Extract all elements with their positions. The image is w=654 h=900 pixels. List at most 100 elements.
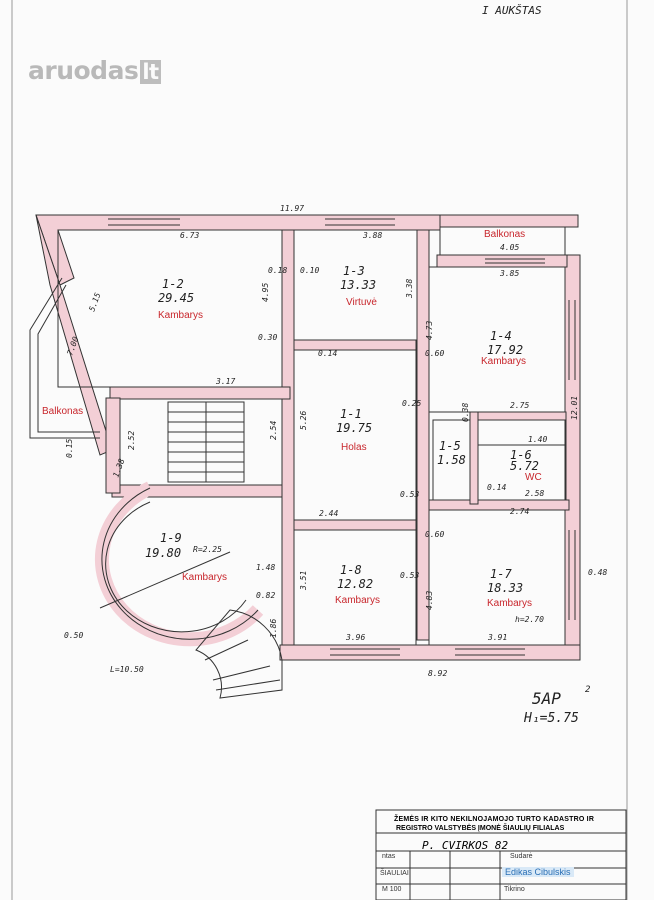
- room-code-1-4: 1-4: [490, 329, 512, 343]
- dim-1-86: 1.86: [269, 619, 278, 638]
- room-code-1-1: 1-1: [340, 407, 362, 421]
- plan-height: H₁=5.75: [523, 711, 579, 726]
- dim-0-50: 0.50: [64, 631, 83, 640]
- plan-code-text: 5AP: [532, 689, 561, 708]
- dim-total-top: 11.97: [280, 204, 304, 213]
- dim-1-48: 1.48: [256, 563, 275, 572]
- room-area-1-6: 5.72: [510, 459, 539, 473]
- top-right-balcony: [439, 226, 566, 256]
- room-area-1-3: 13.33: [340, 278, 376, 292]
- dim-0-60b: 0.60: [425, 530, 444, 539]
- dim-12-01: 12.01: [570, 396, 579, 420]
- dim-3-85: 3.85: [499, 269, 519, 278]
- round-room: [94, 481, 283, 699]
- dim-1-40: 1.40: [528, 435, 547, 444]
- windows: [108, 218, 576, 656]
- dim-6-73: 6.73: [180, 231, 199, 240]
- room-area-1-4: 17.92: [487, 343, 523, 357]
- vertical-dimension-labels: 4.95 3.38 5.15 7.00 4.73 2.52 2.54 5.26 …: [65, 279, 579, 638]
- dim-0-60: 0.60: [425, 349, 444, 358]
- dim-2-74: 2.74: [510, 507, 529, 516]
- cadastre-stamp: ŽEMĖS IR KITO NEKILNOJAMOJO TURTO KADAST…: [374, 810, 634, 900]
- room-label-1-9: Kambarys: [182, 572, 227, 583]
- staircase: [167, 401, 245, 483]
- stamp-city: ŠIAULIAI: [380, 870, 409, 877]
- dim-3-17: 3.17: [215, 377, 235, 386]
- room-label-1-8: Kambarys: [335, 595, 380, 606]
- room-area-1-5: 1.58: [437, 453, 466, 467]
- room-label-1-4: Kambarys: [481, 356, 526, 367]
- room-code-1-5: 1-5: [439, 439, 461, 453]
- room-codes: 1-2 29.45 1-3 13.33 1-4 17.92 1-1 19.75 …: [145, 264, 539, 595]
- dim-2-44: 2.44: [319, 509, 338, 518]
- stamp-line-1: ŽEMĖS IR KITO NEKILNOJAMOJO TURTO KADAST…: [394, 816, 595, 823]
- balcony-label-right: Balkonas: [484, 229, 525, 240]
- room-code-1-7: 1-7: [490, 567, 512, 581]
- plan-code: 5AP 2 H₁=5.75: [523, 685, 590, 726]
- dim-0-82: 0.82: [256, 591, 275, 600]
- watermark-tld: lt: [140, 60, 161, 84]
- room-label-1-1: Holas: [341, 442, 367, 453]
- dim-2-54: 2.54: [269, 421, 278, 440]
- stamp-scale: M 100: [382, 886, 402, 893]
- floor-label: I AUKŠTAS: [482, 4, 542, 17]
- room-code-1-3: 1-3: [343, 264, 365, 278]
- room-area-1-8: 12.82: [337, 577, 373, 591]
- room-label-1-6: WC: [525, 472, 542, 483]
- stamp-line-2: REGISTRO VALSTYBĖS ĮMONĖ ŠIAULIŲ FILIALA…: [396, 825, 565, 832]
- room-area-1-9: 19.80: [145, 546, 181, 560]
- dim-0-38: 0.38: [461, 403, 470, 422]
- dim-2-52: 2.52: [127, 431, 136, 450]
- room-area-1-7: 18.33: [487, 581, 523, 595]
- dim-3-51: 3.51: [299, 571, 308, 591]
- dim-2-58: 2.58: [525, 489, 544, 498]
- interior-lines: [57, 229, 567, 646]
- dim-height: h=2.70: [515, 615, 544, 624]
- dim-3-96: 3.96: [345, 633, 365, 642]
- dim-3-91: 3.91: [487, 633, 507, 642]
- dim-0-30: 0.30: [258, 333, 277, 342]
- dim-10-50: L=10.50: [110, 665, 144, 674]
- room-code-1-9: 1-9: [160, 531, 182, 545]
- plan-code-sup: 2: [585, 685, 590, 695]
- watermark-brand: aruodas: [28, 56, 139, 85]
- room-code-1-6: 1-6: [510, 448, 532, 462]
- stamp-check: Tikrino: [504, 886, 525, 893]
- dim-0-25: 0.25: [402, 399, 421, 408]
- dim-3-38: 3.38: [405, 279, 414, 299]
- stamp-col2: Sudarė: [510, 853, 533, 860]
- exterior-walls: [35, 214, 581, 661]
- dim-0-10: 0.10: [300, 266, 319, 275]
- stamp-frame: [375, 809, 627, 900]
- room-labels: Kambarys Virtuvė Kambarys Holas WC Kamba…: [42, 229, 542, 609]
- dim-4-05: 4.05: [500, 243, 519, 252]
- room-code-1-8: 1-8: [340, 563, 362, 577]
- dim-2-75: 2.75: [510, 401, 529, 410]
- left-balcony: [29, 277, 100, 439]
- dim-0-15: 0.15: [65, 439, 74, 458]
- dim-0-53b: 0.53: [400, 571, 419, 580]
- dim-4-83: 4.83: [425, 591, 434, 610]
- dim-radius: R=2.25: [193, 545, 222, 554]
- stamp-address: P. CVIRKOS 82: [422, 839, 509, 852]
- dim-4-95: 4.95: [261, 283, 270, 302]
- dim-4-73: 4.73: [425, 321, 434, 340]
- stamp-col1: ntas: [382, 853, 396, 860]
- stamp-signer: Edikas Cibulskis: [502, 867, 574, 877]
- room-label-1-2: Kambarys: [158, 310, 203, 321]
- dim-0-14: 0.14: [318, 349, 337, 358]
- dim-0-53: 0.53: [400, 490, 419, 499]
- room-label-1-3: Virtuvė: [346, 297, 377, 308]
- dim-0-18: 0.18: [268, 266, 287, 275]
- room-code-1-2: 1-2: [162, 277, 184, 291]
- dim-3-88: 3.88: [362, 231, 382, 240]
- room-area-1-2: 29.45: [158, 291, 194, 305]
- dim-total-bottom: 8.92: [428, 669, 447, 678]
- room-area-1-1: 19.75: [336, 421, 372, 435]
- dimension-labels: 11.97 6.73 3.88 4.05 3.85 0.18 0.10 0.30…: [64, 204, 607, 678]
- balcony-label-left: Balkonas: [42, 406, 83, 417]
- dim-5-15: 5.15: [87, 291, 102, 312]
- dim-0-14b: 0.14: [487, 483, 506, 492]
